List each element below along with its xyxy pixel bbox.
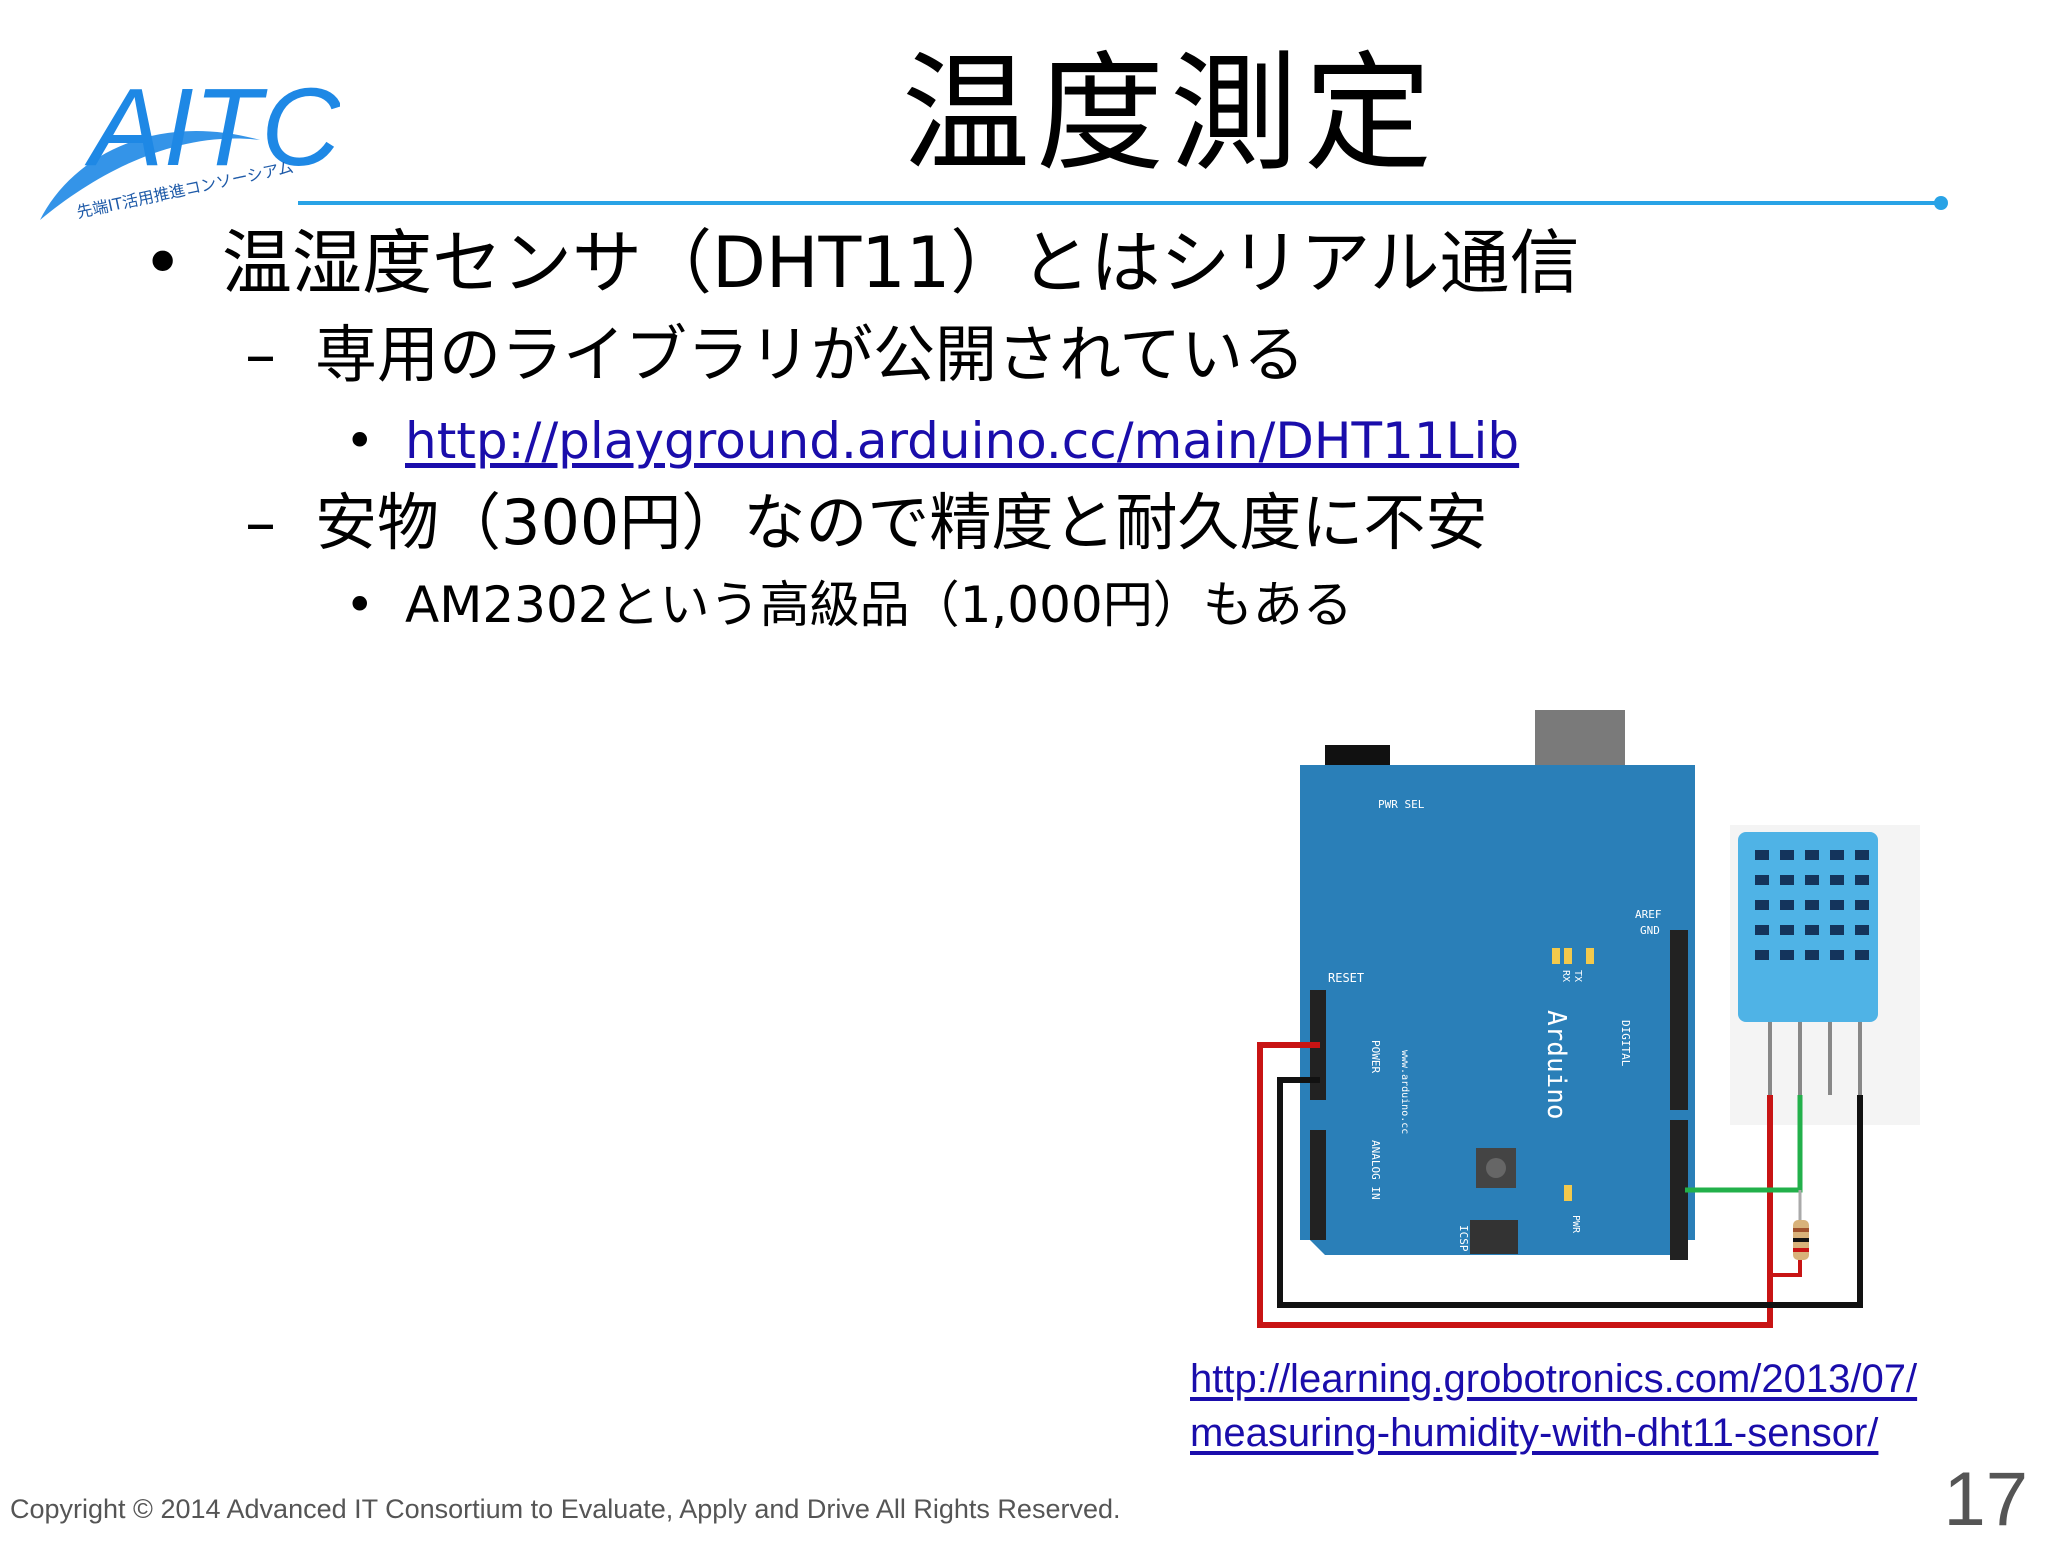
wire-5v [1257,1042,1773,1328]
arduino-label: Arduino [1541,1010,1571,1120]
arduino-board [1300,765,1695,1240]
bullet-marker: • [345,576,375,634]
pwr-label: PWR [1570,1215,1581,1234]
source-link[interactable]: http://learning.grobotronics.com/2013/07… [1190,1352,1917,1460]
analog-in-label: ANALOG IN [1369,1140,1382,1200]
bullet-text: 安物（300円）なので精度と耐久度に不安 [315,486,1488,559]
icsp-label: ICSP [1457,1225,1470,1252]
bullet-text: 温湿度センサ（DHT11）とはシリアル通信 [222,222,1580,304]
arduino-url-label: www.arduino.cc [1399,1050,1410,1134]
bullet-marker: • [142,222,184,304]
digital-label: DIGITAL [1619,1020,1632,1067]
page-number: 17 [1943,1457,2028,1542]
reset-label: RESET [1328,971,1364,985]
aitc-logo: AITC 先端IT活用推進コンソーシアム [40,66,340,222]
power-label: POWER [1369,1040,1382,1073]
tx-label: TX [1572,970,1583,982]
bullet-l2: –専用のライブラリが公開されている [245,316,1305,394]
rx-label: RX [1560,970,1571,982]
copyright-notice: Copyright © 2014 Advanced IT Consortium … [10,1494,1121,1524]
arduino-dht11-wiring-figure: PWR SEL RESET AREF GND Arduino DIGITAL P… [1257,710,1920,1328]
bullet-text: AM2302という高級品（1,000円）もある [405,576,1353,634]
logo-text: AITC [84,66,340,189]
library-link[interactable]: http://playground.arduino.cc/main/DHT11L… [405,412,1520,470]
slide-title: 温度測定 [901,40,1438,189]
pwr-sel-label: PWR SEL [1378,798,1425,811]
dash-marker: – [245,486,276,559]
title-divider [298,196,1948,210]
bullet-l1: • 温湿度センサ（DHT11）とはシリアル通信 [142,218,1580,308]
bullet-l3: • http://playground.arduino.cc/main/DHT11… [345,408,1519,474]
bullet-l2: –安物（300円）なので精度と耐久度に不安 [245,484,1487,562]
source-link-line1[interactable]: http://learning.grobotronics.com/2013/07… [1190,1357,1918,1401]
bullet-text: 専用のライブラリが公開されている [315,318,1306,391]
wire-gnd [1277,1077,1863,1308]
gnd-label: GND [1640,924,1660,937]
dash-marker: – [245,318,276,391]
bullet-marker: • [345,412,375,470]
bullet-l3: • AM2302という高級品（1,000円）もある [345,572,1353,638]
aref-label: AREF [1635,908,1662,921]
source-link-line2[interactable]: measuring-humidity-with-dht11-sensor/ [1190,1411,1879,1455]
